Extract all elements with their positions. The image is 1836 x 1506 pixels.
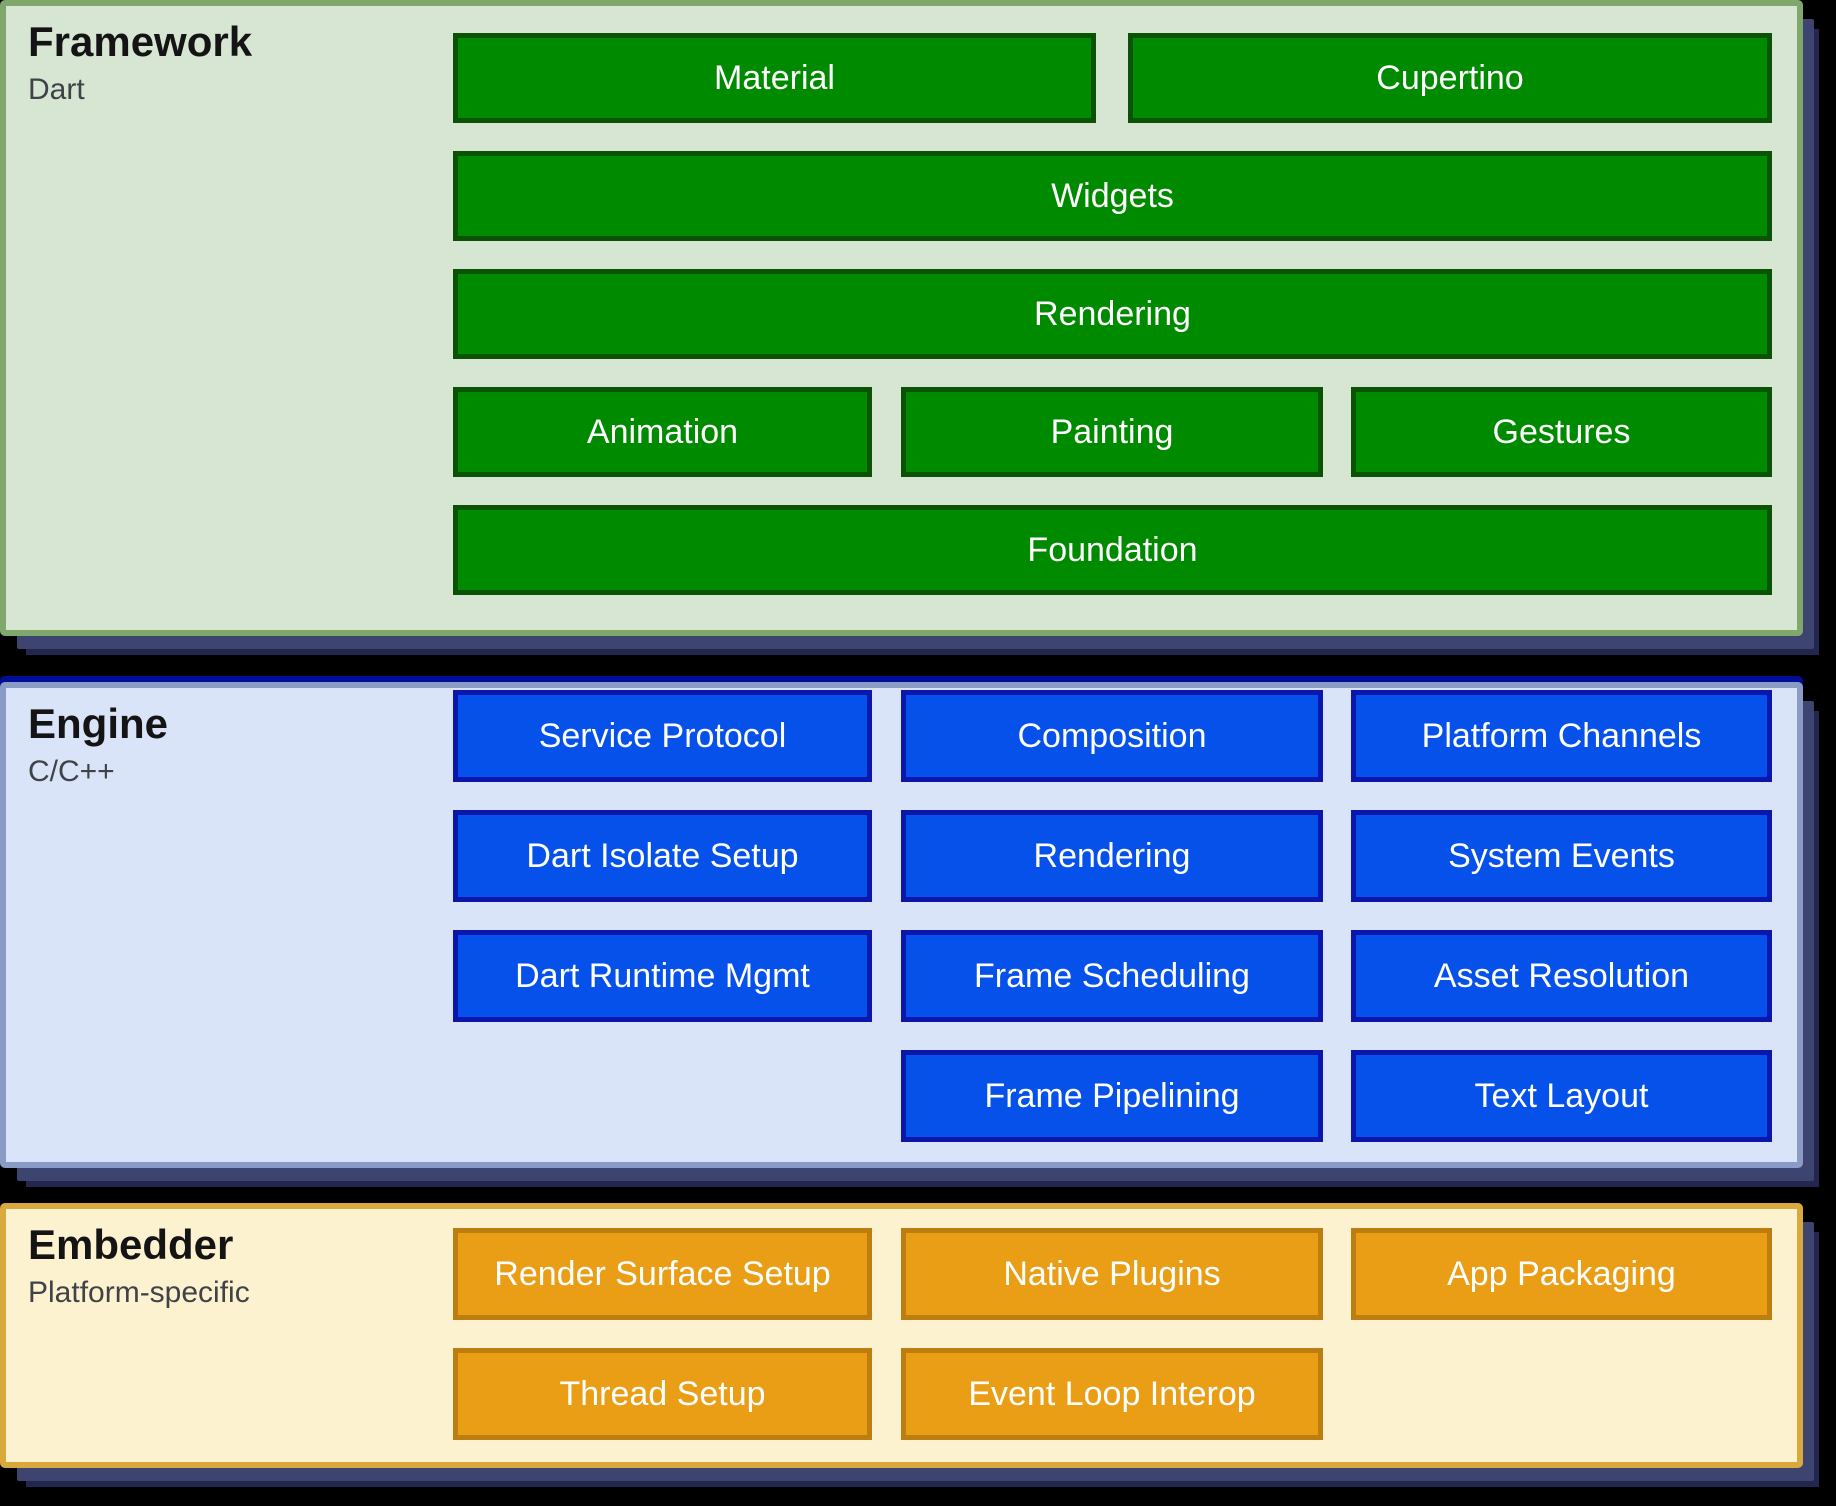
box-thread-setup: Thread Setup <box>453 1348 872 1440</box>
box-dart-isolate-setup: Dart Isolate Setup <box>453 810 872 902</box>
box-gestures: Gestures <box>1351 387 1772 477</box>
box-material: Material <box>453 33 1096 123</box>
box-foundation: Foundation <box>453 505 1772 595</box>
box-asset-resolution: Asset Resolution <box>1351 930 1772 1022</box>
framework-subtitle: Dart <box>28 73 85 107</box>
framework-title-block: Framework Dart <box>28 18 252 109</box>
box-animation: Animation <box>453 387 872 477</box>
section-embedder: Embedder Platform-specific Render Surfac… <box>0 1203 1803 1468</box>
engine-title: Engine <box>28 700 169 747</box>
section-engine: Engine C/C++ Service Protocol Compositio… <box>0 682 1803 1168</box>
box-rendering-engine: Rendering <box>901 810 1323 902</box>
box-painting: Painting <box>901 387 1323 477</box>
box-event-loop-interop: Event Loop Interop <box>901 1348 1323 1440</box>
box-platform-channels: Platform Channels <box>1351 690 1772 782</box>
box-frame-scheduling: Frame Scheduling <box>901 930 1323 1022</box>
box-service-protocol: Service Protocol <box>453 690 872 782</box>
embedder-title: Embedder <box>28 1221 234 1268</box>
engine-subtitle: C/C++ <box>28 755 115 789</box>
box-dart-runtime-mgmt: Dart Runtime Mgmt <box>453 930 872 1022</box>
box-system-events: System Events <box>1351 810 1772 902</box>
box-frame-pipelining: Frame Pipelining <box>901 1050 1323 1142</box>
embedder-subtitle: Platform-specific <box>28 1276 250 1310</box>
embedder-title-block: Embedder Platform-specific <box>28 1221 250 1312</box>
box-composition: Composition <box>901 690 1323 782</box>
section-framework: Framework Dart Material Cupertino Widget… <box>0 0 1803 636</box>
box-widgets: Widgets <box>453 151 1772 241</box>
box-cupertino: Cupertino <box>1128 33 1772 123</box>
framework-title: Framework <box>28 18 253 65</box>
box-rendering-framework: Rendering <box>453 269 1772 359</box>
box-native-plugins: Native Plugins <box>901 1228 1323 1320</box>
box-app-packaging: App Packaging <box>1351 1228 1772 1320</box>
box-render-surface-setup: Render Surface Setup <box>453 1228 872 1320</box>
engine-title-block: Engine C/C++ <box>28 700 168 791</box>
box-text-layout: Text Layout <box>1351 1050 1772 1142</box>
